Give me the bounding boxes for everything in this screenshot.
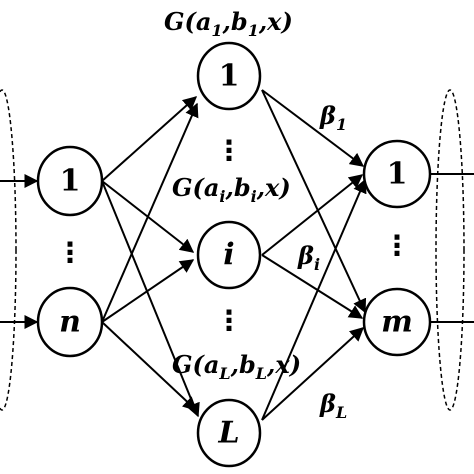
input-bracket-ellipse [0, 89, 17, 411]
svg-text:L: L [217, 416, 239, 451]
output-node-1: 1 [362, 139, 432, 209]
input-node-1: 1 [36, 145, 104, 217]
hidden-function-label-L: G(aL,bL,x) [172, 350, 301, 383]
hidden-function-label-i: G(ai,bi,x) [172, 173, 291, 206]
svg-text:m: m [381, 305, 413, 340]
hidden-output-edges [261, 89, 367, 421]
input-ellipsis: ⋮ [56, 236, 84, 269]
output-node-m: m [362, 287, 432, 357]
hidden-node-i: i [196, 220, 262, 290]
output-bracket-ellipse [435, 89, 465, 411]
weight-label-beta-i: βi [297, 241, 320, 274]
hidden-function-label-1: G(a1,b1,x) [164, 7, 293, 40]
svg-text:i: i [223, 238, 234, 273]
svg-text:1: 1 [219, 59, 240, 94]
svg-text:n: n [59, 305, 81, 340]
input-node-n: n [36, 286, 104, 358]
svg-text:1: 1 [60, 164, 81, 199]
weight-label-beta-1: β1 [319, 101, 347, 134]
hidden-node-1: 1 [196, 41, 262, 111]
output-ellipsis: ⋮ [383, 229, 411, 262]
input-hidden-edges [101, 96, 200, 418]
weight-label-beta-L: βL [319, 389, 347, 422]
svg-text:1: 1 [387, 157, 408, 192]
hidden-ellipsis-top: ⋮ [215, 134, 243, 167]
hidden-node-L: L [196, 398, 262, 468]
hidden-ellipsis-bottom: ⋮ [215, 304, 243, 337]
